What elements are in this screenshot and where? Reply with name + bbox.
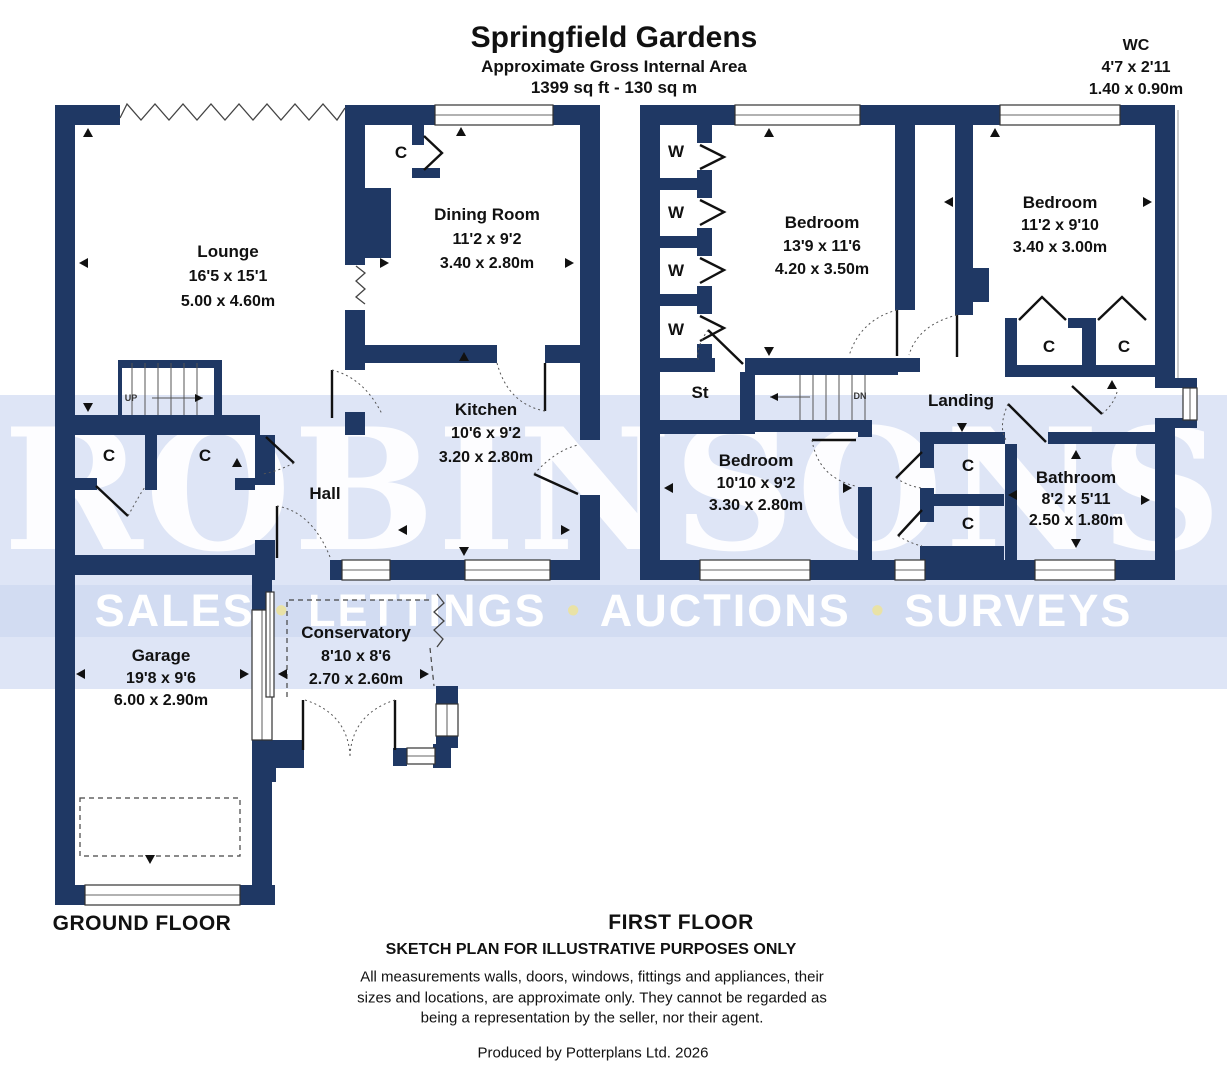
disclaimer-line: being a representation by the seller, no… [420,1009,764,1027]
ground-floor-walls [55,105,600,905]
watermark-band-lower [0,637,1227,689]
room-label-bedroom-2: Bedroom [1022,193,1098,212]
room-dim-garage-metric: 6.00 x 2.90m [113,692,209,709]
disclaimer-line: All measurements walls, doors, windows, … [360,968,824,986]
wardrobe-label: W [667,320,685,339]
cupboard-label: C [961,514,975,533]
wardrobe-label: W [667,261,685,280]
room-dim-lounge-metric: 5.00 x 4.60m [180,293,276,310]
cupboard-label: C [961,456,975,475]
cupboard-label: C [1117,337,1131,356]
room-label-bedroom-1: Bedroom [784,213,860,232]
windows [84,104,1198,906]
watermark-service: SALES [94,585,255,636]
room-dim-kitchen-imperial: 10'6 x 9'2 [451,425,521,442]
wc-label: WC [1122,37,1150,54]
stairs-down-label: DN [853,391,867,401]
room-dim-bedroom-3-metric: 3.30 x 2.80m [708,497,804,514]
page-subtitle: Approximate Gross Internal Area [481,57,747,76]
room-dim-bedroom-1-metric: 4.20 x 3.50m [774,261,870,278]
watermark-service: AUCTIONS [599,585,851,636]
room-dim-bedroom-1-imperial: 13'9 x 11'6 [783,238,861,255]
room-dim-kitchen-metric: 3.20 x 2.80m [438,449,534,466]
room-label-lounge: Lounge [197,242,259,261]
door-arcs [127,309,1118,757]
watermark-band-services: SALES • LETTINGS • AUCTIONS • SURVEYS [0,585,1227,637]
room-label-bathroom: Bathroom [1035,468,1117,487]
room-dim-bedroom-2-imperial: 11'2 x 9'10 [1021,217,1099,234]
room-dim-conservatory-imperial: 8'10 x 8'6 [321,648,391,665]
dashed-outlines [79,599,435,857]
room-label-garage: Garage [131,646,191,665]
room-label-store: St [691,383,709,402]
room-dim-bedroom-2-metric: 3.40 x 3.00m [1012,239,1108,256]
ground-floor-title: GROUND FLOOR [52,912,232,935]
cupboard-label: C [102,446,116,465]
zigzag-opening [119,102,445,648]
cupboard-label: C [394,143,408,162]
room-dim-bathroom-imperial: 8'2 x 5'11 [1041,491,1111,508]
door-leaves [95,135,1147,750]
bullet-icon: • [566,589,580,632]
cupboard-label: C [1042,337,1056,356]
room-dim-lounge-imperial: 16'5 x 15'1 [188,268,268,285]
room-label-kitchen: Kitchen [454,400,518,419]
bullet-icon: • [274,589,288,632]
bullet-icon: • [870,589,885,632]
wardrobe-label: W [667,142,685,161]
credit-line: Produced by Potterplans Ltd. 2026 [477,1044,709,1062]
room-label-dining: Dining Room [434,205,540,224]
watermark-service: SURVEYS [904,585,1133,636]
page-title: Springfield Gardens [470,21,758,54]
room-dim-conservatory-metric: 2.70 x 2.60m [308,671,404,688]
disclaimer-line: sizes and locations, are approximate onl… [357,989,827,1007]
watermark-service: LETTINGS [307,585,547,636]
room-dim-bedroom-3-imperial: 10'10 x 9'2 [716,475,796,492]
room-dim-bathroom-metric: 2.50 x 1.80m [1028,512,1124,529]
room-dim-dining-metric: 3.40 x 2.80m [439,255,535,272]
dimension-arrows [76,127,1152,864]
stairs-up-label: UP [124,393,138,403]
room-label-hall: Hall [309,484,341,503]
wc-imperial: 4'7 x 2'11 [1101,59,1171,76]
room-label-landing: Landing [927,391,995,410]
disclaimer-title: SKETCH PLAN FOR ILLUSTRATIVE PURPOSES ON… [385,941,797,958]
first-floor-walls [640,105,1197,580]
first-floor-title: FIRST FLOOR [608,911,754,934]
room-dim-garage-imperial: 19'8 x 9'6 [126,670,196,687]
page-area: 1399 sq ft - 130 sq m [530,78,698,97]
room-dim-dining-imperial: 11'2 x 9'2 [452,231,522,248]
wc-metric: 1.40 x 0.90m [1088,81,1184,98]
cupboard-label: C [198,446,212,465]
room-label-bedroom-3: Bedroom [718,451,794,470]
room-label-conservatory: Conservatory [301,623,411,642]
wardrobe-label: W [667,203,685,222]
window-mullions [85,114,1191,896]
